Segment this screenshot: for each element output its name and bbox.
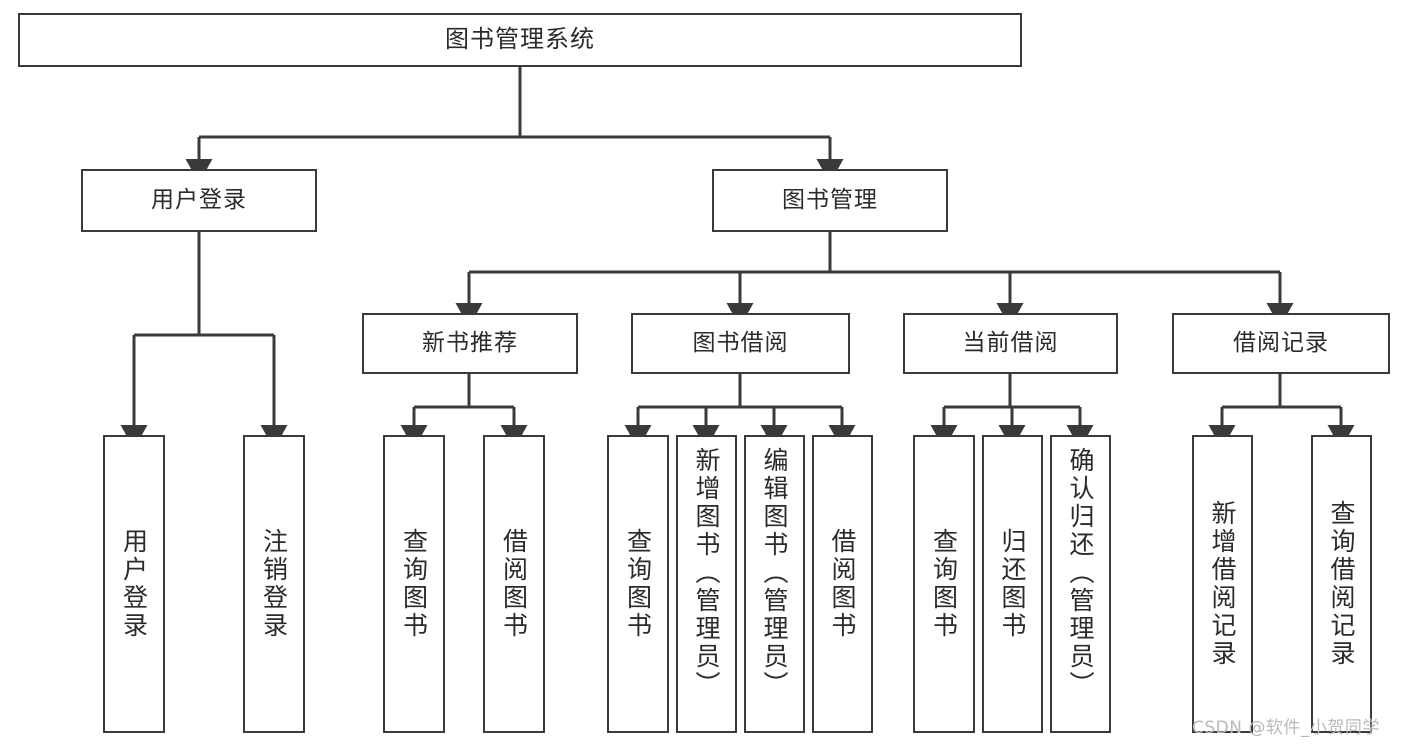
node-root-system[interactable]: 图书管理系统 xyxy=(18,13,1022,67)
node-label: 新增图书（管理员） xyxy=(692,447,721,699)
node-label: 查询图书 xyxy=(623,528,653,640)
leaf-query-book-current[interactable]: 查询图书 xyxy=(913,435,975,733)
node-label: 编辑图书（管理员） xyxy=(760,447,789,699)
node-label: 当前借阅 xyxy=(962,330,1059,357)
node-label: 归还图书 xyxy=(998,528,1027,640)
leaf-add-borrow-record[interactable]: 新增借阅记录 xyxy=(1192,435,1253,733)
node-label: 确认归还（管理员） xyxy=(1066,447,1095,699)
node-label: 新书推荐 xyxy=(422,330,518,357)
watermark: CSDN @软件_小贺同学 xyxy=(1192,718,1380,738)
leaf-user-login[interactable]: 用户登录 xyxy=(103,435,165,733)
leaf-return-book[interactable]: 归还图书 xyxy=(982,435,1043,733)
node-label: 图书管理系统 xyxy=(445,25,595,54)
node-current-borrow[interactable]: 当前借阅 xyxy=(903,313,1118,374)
leaf-query-book-borrow[interactable]: 查询图书 xyxy=(607,435,669,733)
node-label: 注销登录 xyxy=(259,528,289,640)
leaf-logout[interactable]: 注销登录 xyxy=(243,435,305,733)
node-label: 借阅记录 xyxy=(1233,330,1329,357)
node-label: 查询图书 xyxy=(399,528,429,640)
node-label: 查询图书 xyxy=(929,528,959,640)
leaf-confirm-return-admin[interactable]: 确认归还（管理员） xyxy=(1050,435,1111,733)
node-label: 借阅图书 xyxy=(499,528,529,640)
node-borrow-record[interactable]: 借阅记录 xyxy=(1172,313,1390,374)
node-label: 图书借阅 xyxy=(692,330,789,357)
leaf-borrow-book-newbook[interactable]: 借阅图书 xyxy=(483,435,545,733)
leaf-query-borrow-record[interactable]: 查询借阅记录 xyxy=(1311,435,1372,733)
node-label: 用户登录 xyxy=(119,528,149,640)
node-new-book-recommend[interactable]: 新书推荐 xyxy=(362,313,578,374)
node-label: 借阅图书 xyxy=(828,528,857,640)
node-label: 新增借阅记录 xyxy=(1208,500,1237,668)
leaf-query-book-newbook[interactable]: 查询图书 xyxy=(383,435,445,733)
node-book-borrow[interactable]: 图书借阅 xyxy=(631,313,850,374)
node-book-management[interactable]: 图书管理 xyxy=(712,169,948,232)
leaf-edit-book-admin[interactable]: 编辑图书（管理员） xyxy=(744,435,805,733)
node-label: 查询借阅记录 xyxy=(1327,500,1356,668)
leaf-add-book-admin[interactable]: 新增图书（管理员） xyxy=(676,435,737,733)
node-label: 图书管理 xyxy=(782,187,878,214)
node-user-login[interactable]: 用户登录 xyxy=(81,169,317,232)
node-label: 用户登录 xyxy=(151,187,247,214)
leaf-borrow-book[interactable]: 借阅图书 xyxy=(812,435,873,733)
